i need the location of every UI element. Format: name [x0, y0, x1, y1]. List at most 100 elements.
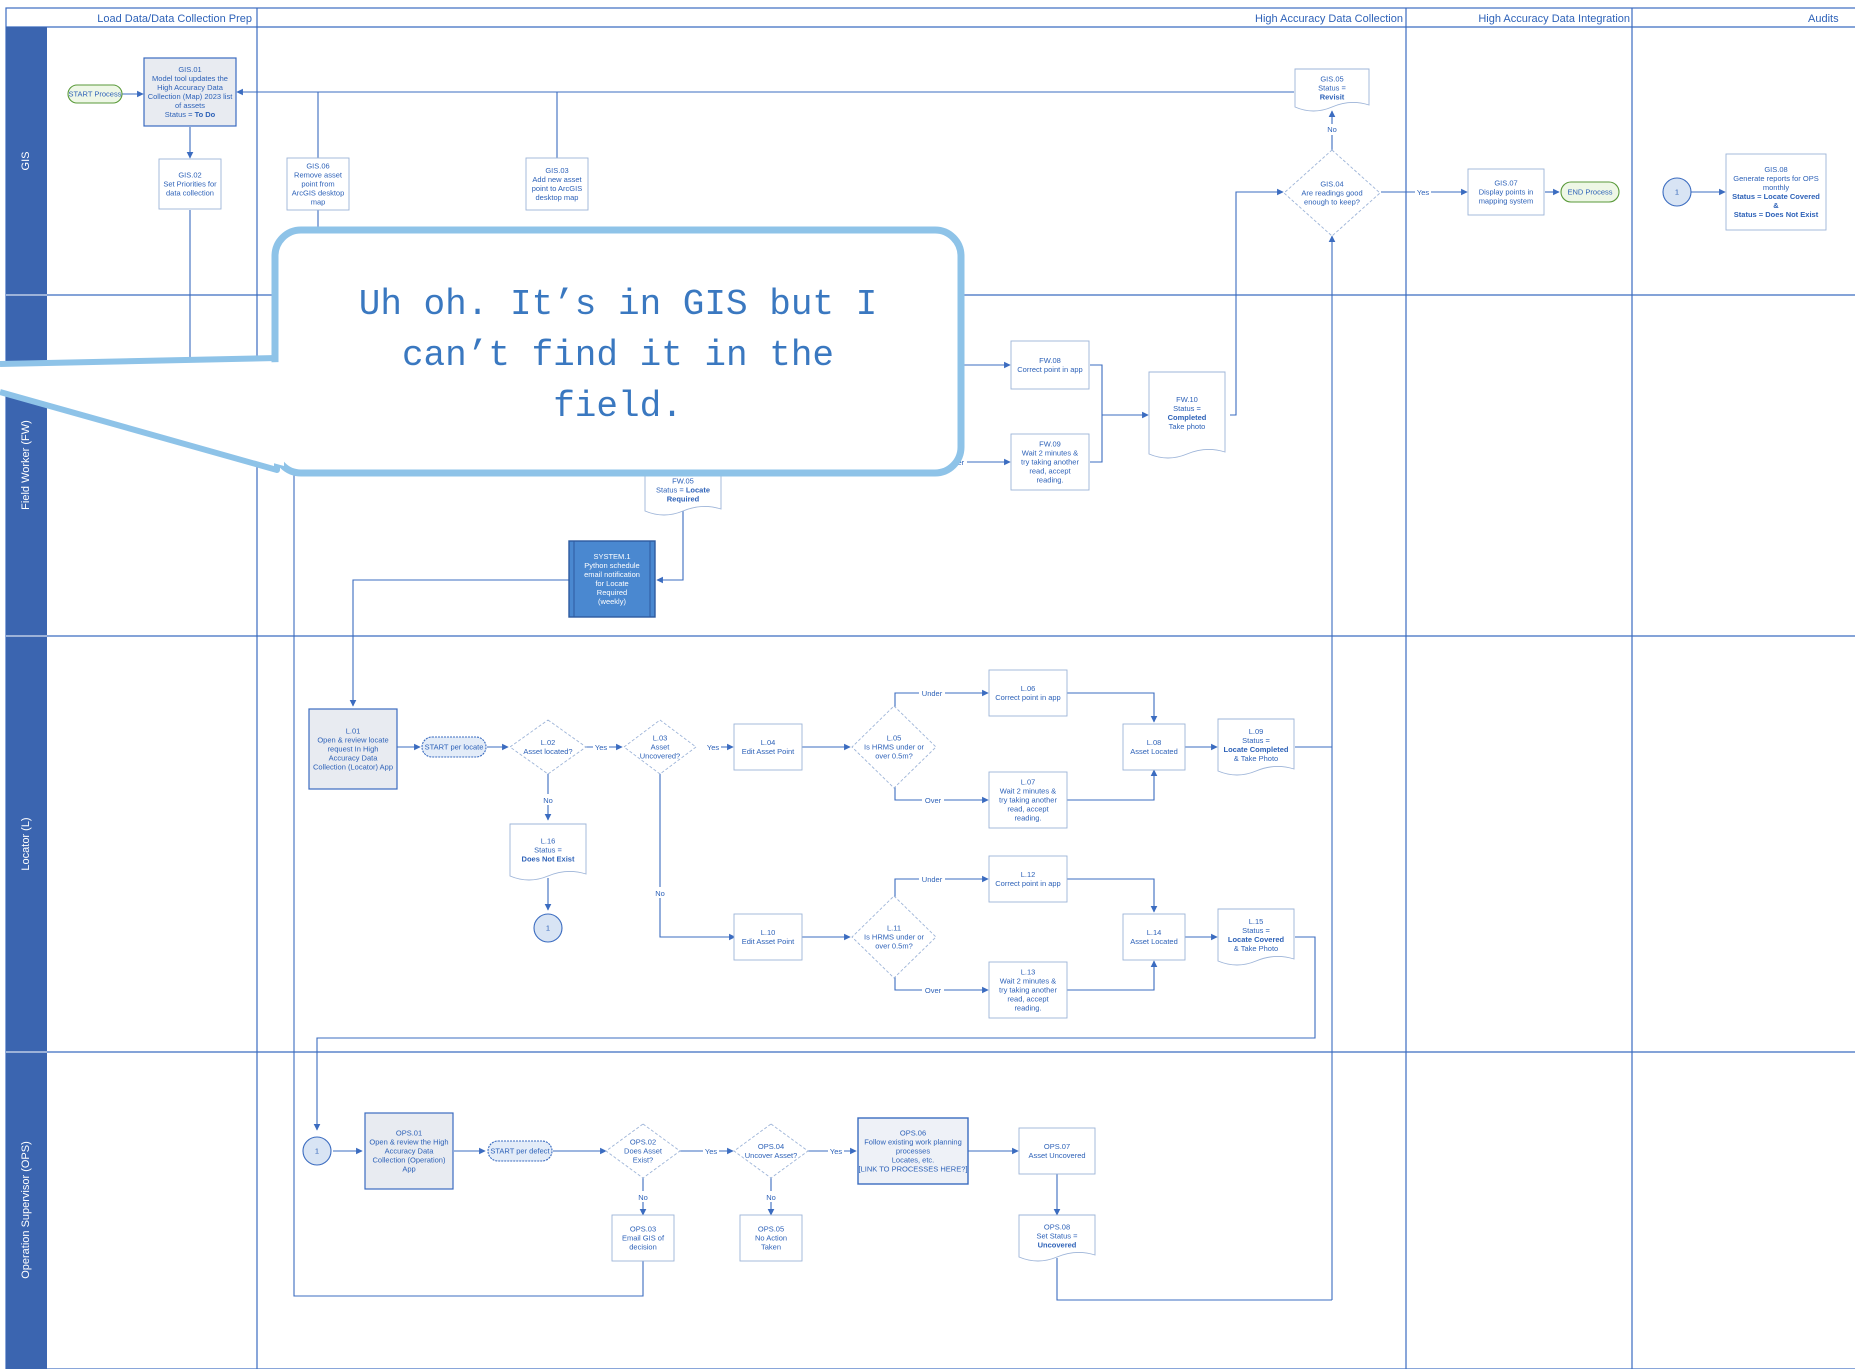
node-text-line: Edit Asset Point	[742, 937, 795, 946]
node-text-line: GIS.02	[178, 171, 201, 180]
edge-label-yes: Yes	[1417, 188, 1429, 197]
node-text-line: Set Status =	[1036, 1232, 1078, 1241]
phase-title-integration: High Accuracy Data Integration	[1478, 13, 1630, 25]
node-text-line: L.05	[887, 734, 902, 743]
node-text-bold: To Do	[195, 110, 216, 119]
edge-label-no: No	[543, 796, 553, 805]
node-text-line: email notification	[584, 570, 640, 579]
node-text-line: Status =	[1242, 926, 1270, 935]
speech-callout: Uh oh. It’s in GIS but I can’t find it i…	[0, 230, 961, 473]
node-text-line: L.14	[1147, 928, 1162, 937]
node-text-line: L.01	[346, 727, 361, 736]
edge-label-yes: Yes	[707, 743, 719, 752]
node-text-line: FW.09	[1039, 440, 1061, 449]
node-text-line: L.16	[541, 837, 556, 846]
node-text-line: try taking another	[1021, 458, 1079, 467]
node-text-line: OPS.05	[758, 1225, 784, 1234]
node-text-line: L.12	[1021, 870, 1036, 879]
node-ops04: OPS.04Uncover Asset?	[734, 1124, 808, 1178]
node-text-line: of assets	[175, 101, 205, 110]
edge-label-under: Under	[922, 689, 943, 698]
node-text-line: Status = To Do	[165, 110, 216, 119]
edge-label-no: No	[766, 1193, 776, 1202]
node-text-line: OPS.02	[630, 1138, 656, 1147]
node-text-line: Correct point in app	[995, 879, 1060, 888]
node-text-line: Status = Locate	[656, 486, 710, 495]
node-text-line: 1	[1675, 188, 1679, 197]
node-l04: L.04Edit Asset Point	[734, 724, 802, 770]
node-text-line: point to ArcGIS	[532, 184, 582, 193]
node-text-line: [LINK TO PROCESSES HERE?]	[859, 1165, 968, 1174]
node-text-line: Display points in	[1479, 188, 1534, 197]
node-text-line: Does Asset	[624, 1147, 663, 1156]
callout-line-3: field.	[553, 386, 683, 427]
node-text-line: Completed	[1168, 413, 1207, 422]
node-text-line: & Take Photo	[1234, 944, 1278, 953]
node-text-line: Status =	[1173, 404, 1201, 413]
edge-label-yes: Yes	[705, 1147, 717, 1156]
node-ops02: OPS.02Does AssetExist?	[606, 1124, 680, 1178]
node-text-line: END Process	[1567, 188, 1612, 197]
phase-title-prep: Load Data/Data Collection Prep	[97, 13, 252, 25]
node-text-line: point from	[301, 180, 334, 189]
node-text-line: OPS.08	[1044, 1223, 1070, 1232]
node-gis05: GIS.05Status =Revisit	[1295, 69, 1369, 111]
node-conn1-l: 1	[534, 914, 562, 942]
node-end-process: END Process	[1561, 182, 1619, 202]
node-text-line: desktop map	[536, 193, 579, 202]
node-text-line: decision	[629, 1243, 657, 1252]
node-text-line: read, accept	[1007, 805, 1049, 814]
node-text-line: L.02	[541, 738, 556, 747]
node-l14: L.14Asset Located	[1123, 914, 1185, 960]
node-text-line: Is HRMS under or	[864, 933, 925, 942]
node-text-line: Collection (Locator) App	[313, 763, 393, 772]
node-text-line: GIS.01	[178, 65, 201, 74]
node-text-line: Status = Locate Covered	[1732, 192, 1820, 201]
node-text-line: 1	[315, 1147, 319, 1156]
phase-title-collection: High Accuracy Data Collection	[1255, 13, 1403, 25]
node-text-line: monthly	[1763, 183, 1790, 192]
node-text-line: Asset	[651, 743, 671, 752]
node-text-line: (weekly)	[598, 597, 626, 606]
node-text-line: Accuracy Data	[385, 1147, 435, 1156]
edge-label-no: No	[638, 1193, 648, 1202]
node-text-line: Remove asset	[294, 171, 343, 180]
node-text-line: Revisit	[1320, 93, 1345, 102]
node-text-line: GIS.05	[1320, 75, 1343, 84]
node-text-line: Required	[667, 495, 700, 504]
node-text-line: ArcGIS desktop	[292, 189, 345, 198]
node-text-line: START per locate	[425, 743, 484, 752]
edge-label-no: No	[1327, 125, 1337, 134]
node-text-line: map	[311, 198, 326, 207]
node-text-line: GIS.08	[1764, 165, 1787, 174]
node-gis03: GIS.03Add new assetpoint to ArcGISdeskto…	[526, 158, 588, 210]
node-text-line: Follow existing work planning	[864, 1138, 962, 1147]
node-text-line: Email GIS of	[622, 1234, 665, 1243]
node-text-line: Are readings good	[1301, 189, 1362, 198]
node-l11: L.11Is HRMS under orover 0.5m?	[852, 896, 936, 978]
node-text-line: Locate Covered	[1228, 935, 1285, 944]
node-text-line: Status =	[534, 846, 562, 855]
node-text-line: SYSTEM.1	[593, 552, 630, 561]
node-conn1-ops: 1	[303, 1137, 331, 1165]
node-system1: SYSTEM.1Python scheduleemail notificatio…	[569, 541, 655, 617]
lane-title-field-worker: Field Worker (FW)	[20, 420, 32, 510]
node-text-line: reading.	[1014, 1004, 1041, 1013]
node-text-line: Correct point in app	[995, 693, 1060, 702]
node-text-line: OPS.04	[758, 1142, 784, 1151]
node-text-line: Exist?	[633, 1156, 653, 1165]
node-start-process: START Process	[68, 85, 122, 103]
node-gis01: GIS.01Model tool updates theHigh Accurac…	[144, 58, 236, 126]
node-text-line: OPS.07	[1044, 1142, 1070, 1151]
node-conn1-gis: 1	[1663, 178, 1691, 206]
node-text-line: OPS.06	[900, 1129, 926, 1138]
node-text-line: try taking another	[999, 796, 1057, 805]
node-start-locate: START per locate	[422, 737, 486, 757]
callout-line-1: Uh oh. It’s in GIS but I	[359, 284, 877, 325]
